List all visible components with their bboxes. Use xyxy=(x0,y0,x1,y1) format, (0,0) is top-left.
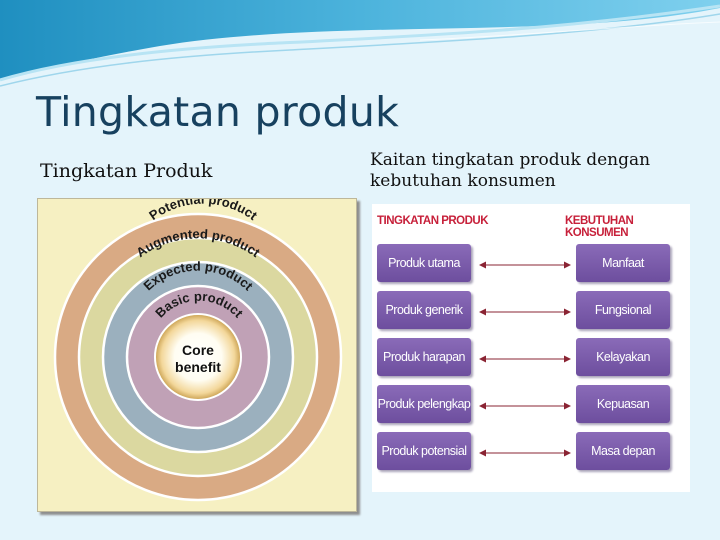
header-wave-banner xyxy=(0,0,720,87)
concentric-levels-figure: Potential product Augmented product Expe… xyxy=(53,199,343,502)
column-header-needs: KEBUTUHAN KONSUMEN xyxy=(565,215,634,239)
left-subtitle: Tingkatan Produk xyxy=(40,160,213,182)
double-arrow-2 xyxy=(479,308,571,316)
level-box-3: Produk harapan xyxy=(377,338,471,376)
need-box-1: Manfaat xyxy=(576,244,670,282)
double-arrow-3 xyxy=(479,355,571,363)
level-box-2: Produk generik xyxy=(377,291,471,329)
product-levels-diagram: Potential product Augmented product Expe… xyxy=(37,198,357,512)
core-label-line2: benefit xyxy=(175,359,221,375)
need-box-4: Kepuasan xyxy=(576,385,670,423)
level-box-4: Produk pelengkap xyxy=(377,385,471,423)
level-box-1: Produk utama xyxy=(377,244,471,282)
slide-title: Tingkatan produk xyxy=(36,88,400,136)
core-benefit-circle xyxy=(154,313,242,401)
double-arrow-1 xyxy=(479,261,571,269)
need-box-3: Kelayakan xyxy=(576,338,670,376)
double-arrow-4 xyxy=(479,402,571,410)
core-label-line1: Core xyxy=(182,342,214,358)
need-box-5: Masa depan xyxy=(576,432,670,470)
double-arrow-5 xyxy=(479,449,571,457)
right-subtitle: Kaitan tingkatan produk dengan kebutuhan… xyxy=(370,150,651,191)
level-box-5: Produk potensial xyxy=(377,432,471,470)
column-header-levels: TINGKATAN PRODUK xyxy=(377,215,489,227)
level-need-relation-table: TINGKATAN PRODUK KEBUTUHAN KONSUMEN Prod… xyxy=(372,204,690,492)
need-box-2: Fungsional xyxy=(576,291,670,329)
